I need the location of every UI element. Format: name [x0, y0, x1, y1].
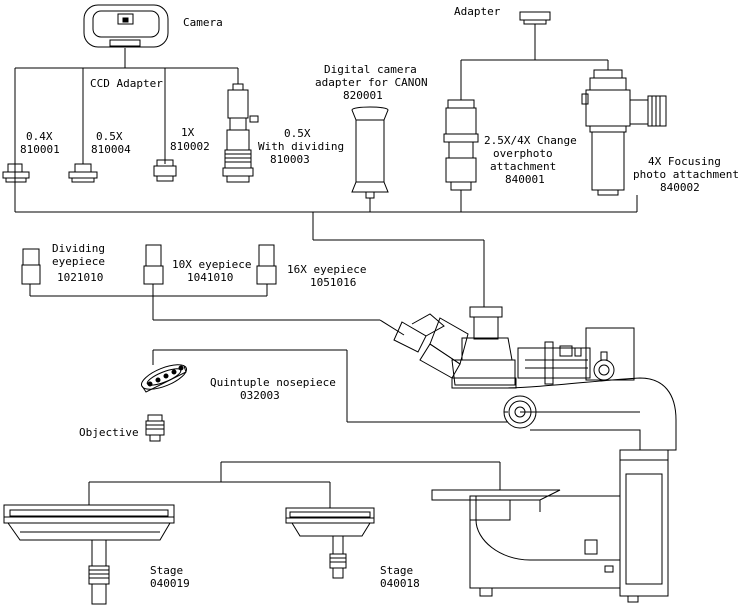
top-adapter-drawing [520, 12, 550, 24]
adapter-05x-dividing-code: 810003 [270, 153, 310, 166]
stage-large-name: Stage [150, 564, 184, 577]
ccd-adapter-label: CCD Adapter [90, 77, 163, 90]
focusing-attachment-drawing [582, 70, 666, 195]
microscope-drawing [394, 307, 676, 602]
objective-drawing [146, 415, 164, 441]
top-adapter-label: Adapter [454, 5, 501, 18]
eyepiece-16x-name: 16X eyepiece [287, 263, 367, 276]
change-attachment-code: 840001 [505, 173, 545, 186]
canon-adapter-line1: Digital camera [324, 63, 417, 76]
adapter-04x-drawing [3, 164, 29, 182]
stage-small-code: 040018 [380, 577, 420, 590]
camera-drawing [84, 5, 168, 47]
objective-label: Objective [79, 426, 139, 439]
stage-large-drawing [4, 505, 174, 604]
change-attachment-line3: attachment [490, 160, 557, 173]
focusing-attachment-line2: photo attachment [633, 168, 739, 181]
stage-small-name: Stage [380, 564, 414, 577]
canon-adapter-code: 820001 [343, 89, 383, 102]
canon-adapter-drawing [352, 107, 388, 198]
eyepiece-10x-name: 10X eyepiece [172, 258, 252, 271]
stage-large-code: 040019 [150, 577, 190, 590]
camera-label: Camera [183, 16, 223, 29]
adapter-1x-drawing [154, 160, 176, 181]
adapter-1x-code: 810002 [170, 140, 210, 153]
change-attachment-line1: 2.5X/4X Change [484, 134, 577, 147]
eyepiece-10x-code: 1041010 [187, 271, 234, 284]
eyepiece-16x-code: 1051016 [310, 276, 357, 289]
dividing-eyepiece-drawing [22, 249, 40, 284]
adapter-04x-magnification: 0.4X [26, 130, 53, 143]
nosepiece-name: Quintuple nosepiece [210, 376, 336, 389]
adapter-05x-magnification: 0.5X [96, 130, 123, 143]
dividing-eyepiece-code: 1021010 [57, 271, 104, 284]
focusing-attachment-line1: 4X Focusing [648, 155, 721, 168]
adapter-05x-dividing-drawing [223, 84, 258, 182]
eyepiece-10x-drawing [144, 245, 163, 284]
adapter-05x-dividing-magnification: 0.5X [284, 127, 311, 140]
adapter-05x-code: 810004 [91, 143, 131, 156]
dividing-eyepiece-line1: Dividing [52, 242, 105, 255]
nosepiece-drawing [138, 360, 189, 395]
connector-lines [15, 24, 637, 508]
adapter-04x-code: 810001 [20, 143, 60, 156]
change-attachment-line2: overphoto [493, 147, 553, 160]
nosepiece-code: 032003 [240, 389, 280, 402]
change-attachment-drawing [444, 100, 478, 190]
dividing-eyepiece-line2: eyepiece [52, 255, 105, 268]
adapter-1x-magnification: 1X [181, 126, 195, 139]
adapter-05x-dividing-note: With dividing [258, 140, 345, 153]
canon-adapter-line2: adapter for CANON [315, 76, 428, 89]
eyepiece-16x-drawing [257, 245, 276, 284]
focusing-attachment-code: 840002 [660, 181, 700, 194]
stage-small-drawing [286, 508, 374, 578]
adapter-05x-drawing [69, 164, 97, 182]
